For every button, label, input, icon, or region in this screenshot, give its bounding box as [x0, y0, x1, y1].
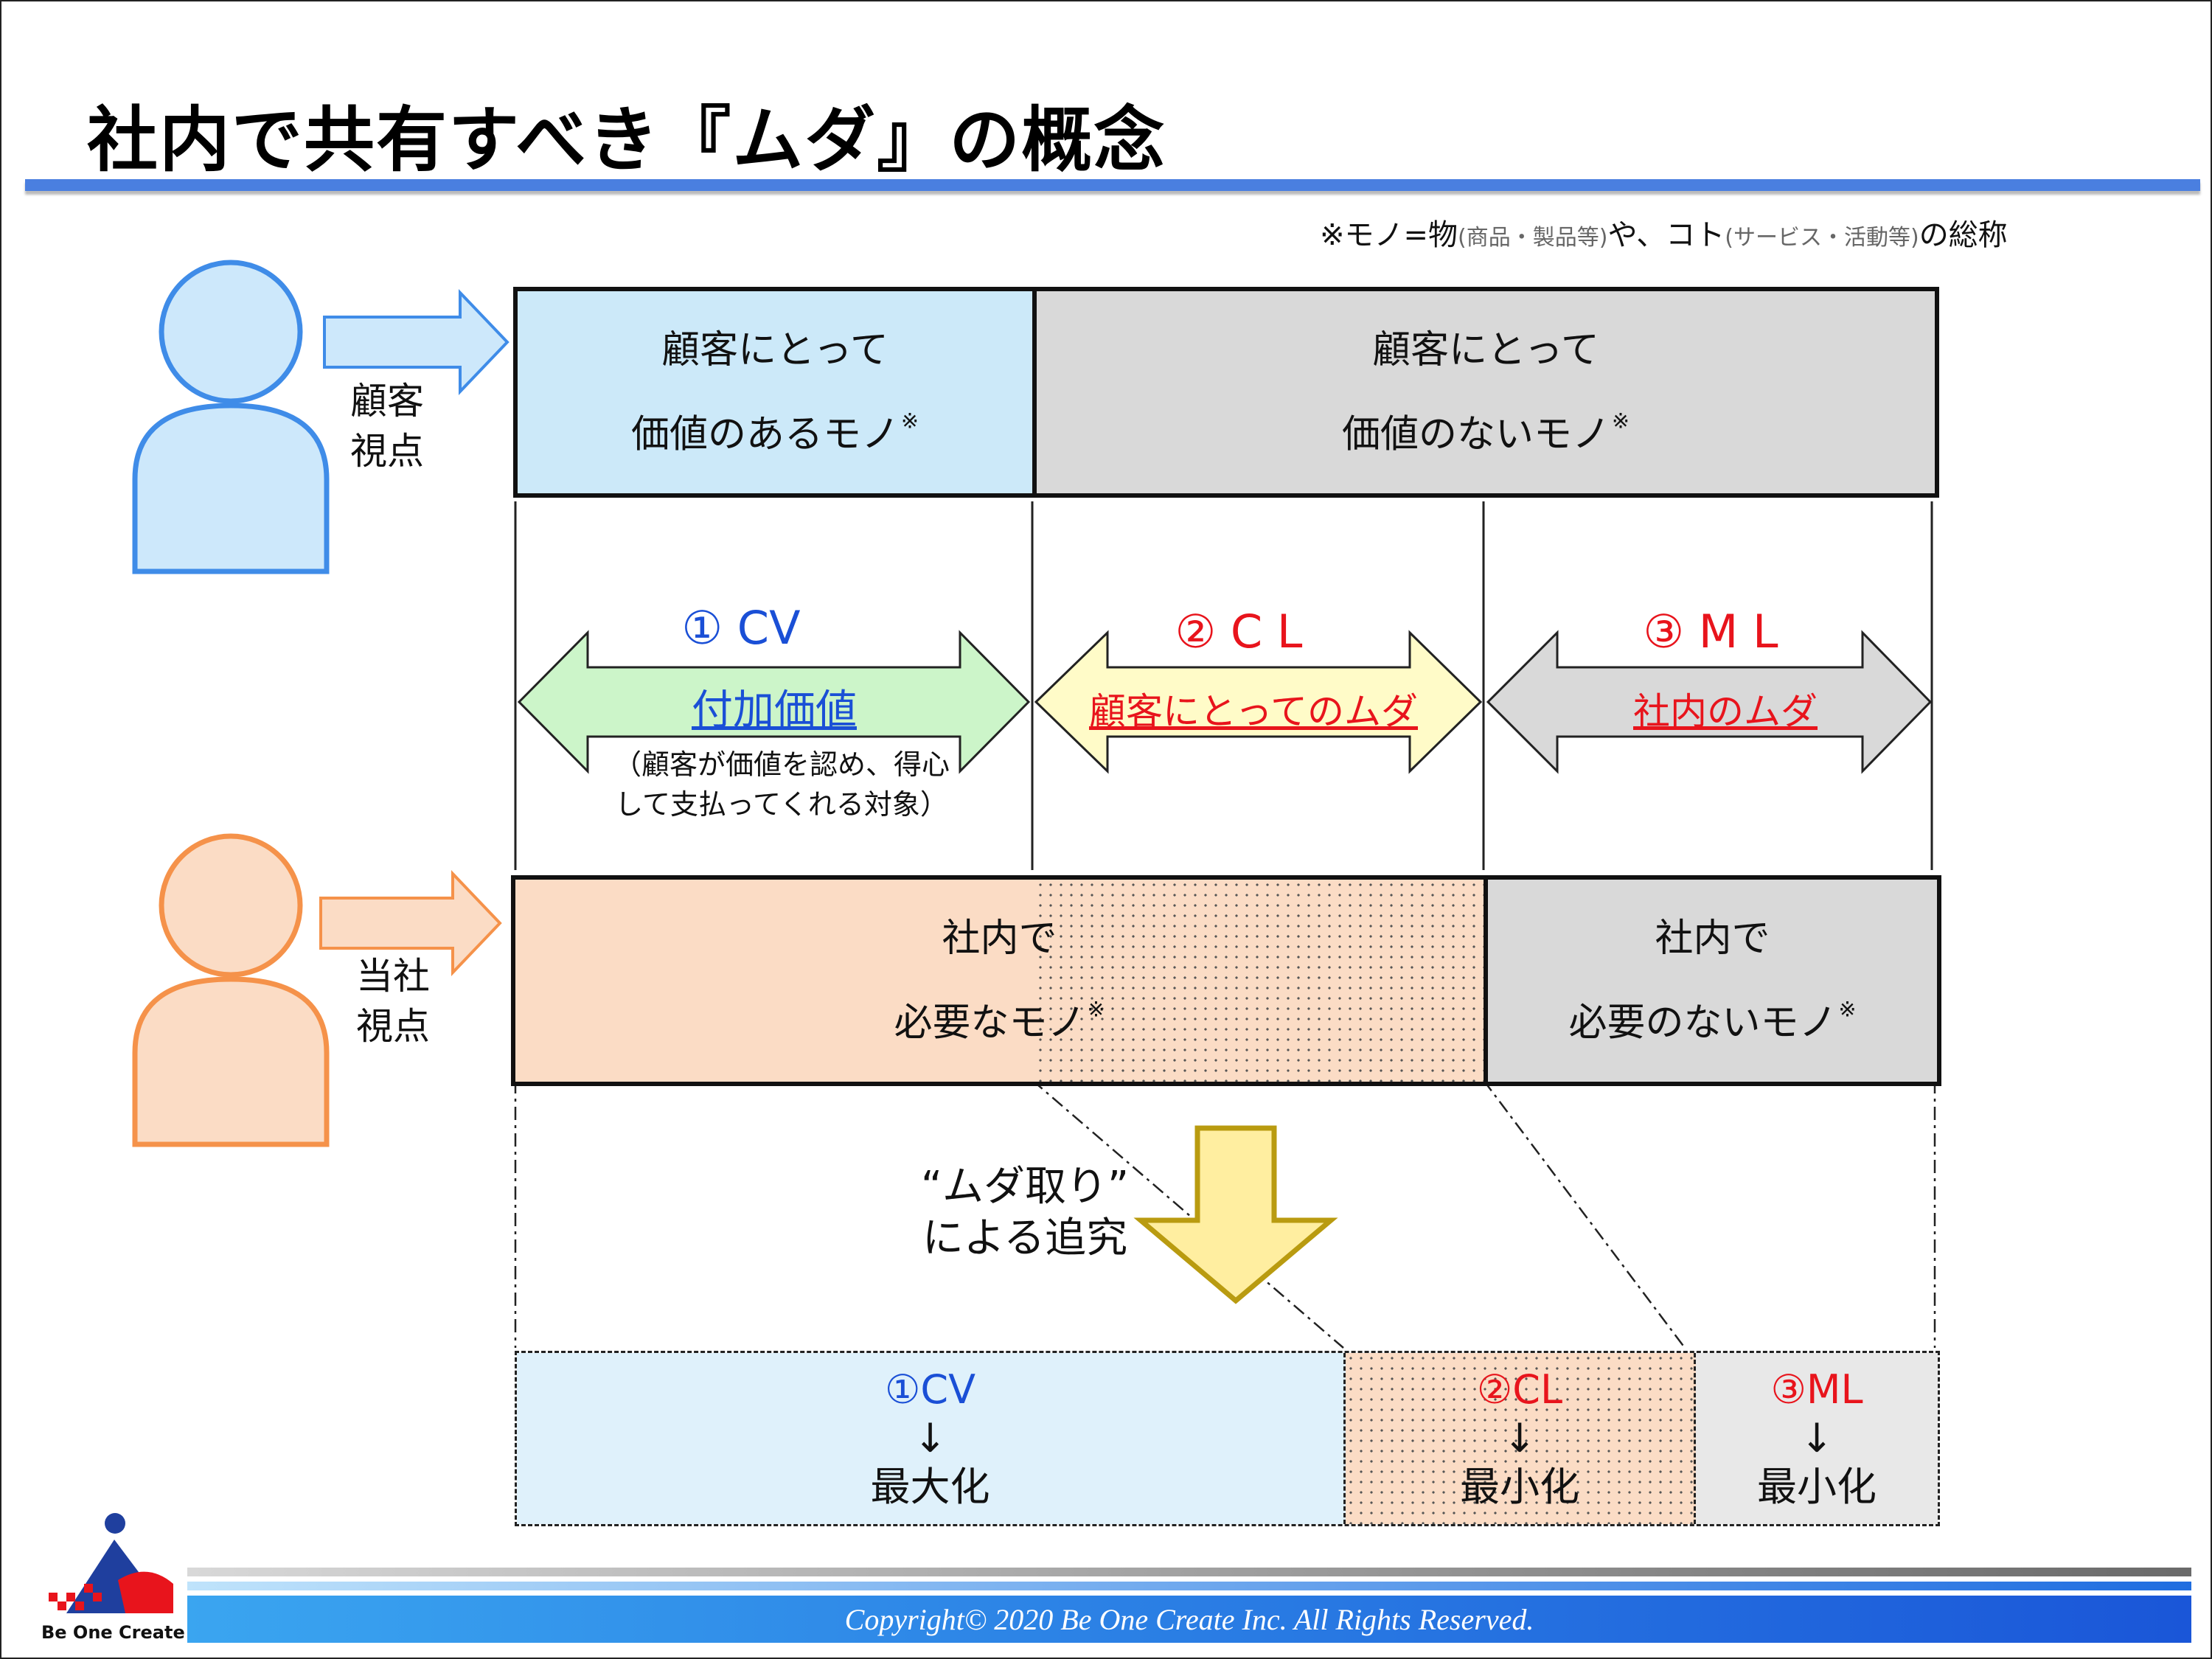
- vertical-guides: [514, 501, 1933, 870]
- unneeded-box: 社内で 必要のないモノ※: [1488, 880, 1937, 1082]
- cl-double-arrow: [1034, 630, 1483, 774]
- ml-double-arrow: [1486, 630, 1933, 774]
- customer-value-row: 顧客にとって 価値のあるモノ※ 顧客にとって 価値のないモノ※: [513, 287, 1939, 498]
- cv-heading: ① CV: [681, 601, 801, 655]
- pursuit-text: “ムダ取り” による追究: [920, 1163, 1130, 1262]
- footer-gray-bar: [187, 1568, 2191, 1576]
- company-need-row: 社内で 必要なモノ※ 社内で 必要のないモノ※: [511, 875, 1941, 1086]
- not-valuable-box: 顧客にとって 価値のないモノ※: [1037, 291, 1935, 493]
- company-view-arrow: [319, 870, 502, 976]
- customer-view-label: 顧客 視点: [350, 380, 424, 473]
- company-view-label: 当社 視点: [356, 955, 430, 1048]
- customer-view-arrow: [323, 289, 509, 395]
- page-title: 社内で共有すべき『ムダ』の概念: [87, 99, 1166, 181]
- title-underline: [25, 179, 2200, 191]
- needed-box: 社内で 必要なモノ※: [515, 880, 1488, 1082]
- customer-person-icon: [132, 260, 330, 574]
- company-logo: [49, 1513, 173, 1613]
- company-person-icon: [132, 833, 330, 1147]
- results-row: ①CV ↓ 最大化 ②CL ↓ 最小化 ③ML ↓ 最小化: [515, 1351, 1940, 1526]
- cl-heading: ② C L: [1175, 605, 1303, 658]
- result-cl: ②CL ↓ 最小化: [1346, 1353, 1696, 1524]
- logo-text: Be One Create: [41, 1622, 185, 1643]
- valuable-box: 顧客にとって 価値のあるモノ※: [518, 291, 1037, 493]
- cl-label: 顧客にとってのムダ: [1089, 690, 1418, 733]
- result-ml: ③ML ↓ 最小化: [1696, 1353, 1938, 1524]
- cv-description: （顧客が価値を認め、得心 して支払ってくれる対象）: [613, 748, 950, 821]
- cl-overlap-dots: [1035, 880, 1484, 1082]
- projection-guides: [514, 1079, 1936, 1349]
- footer-light-bar: [187, 1582, 2191, 1590]
- ml-label: 社内のムダ: [1633, 690, 1818, 733]
- result-cv: ①CV ↓ 最大化: [517, 1353, 1346, 1524]
- cv-double-arrow: [517, 630, 1031, 774]
- footer-copyright-bar: Copyright© 2020 Be One Create Inc. All R…: [187, 1596, 2191, 1643]
- ml-heading: ③ M L: [1643, 605, 1778, 658]
- cv-label: 付加価値: [692, 686, 857, 734]
- footnote: ※モノ=物(商品・製品等)や、コト(サービス・活動等)の総称: [1320, 218, 2008, 252]
- pursuit-down-arrow: [1133, 1125, 1338, 1304]
- copyright-text: Copyright© 2020 Be One Create Inc. All R…: [844, 1602, 1534, 1636]
